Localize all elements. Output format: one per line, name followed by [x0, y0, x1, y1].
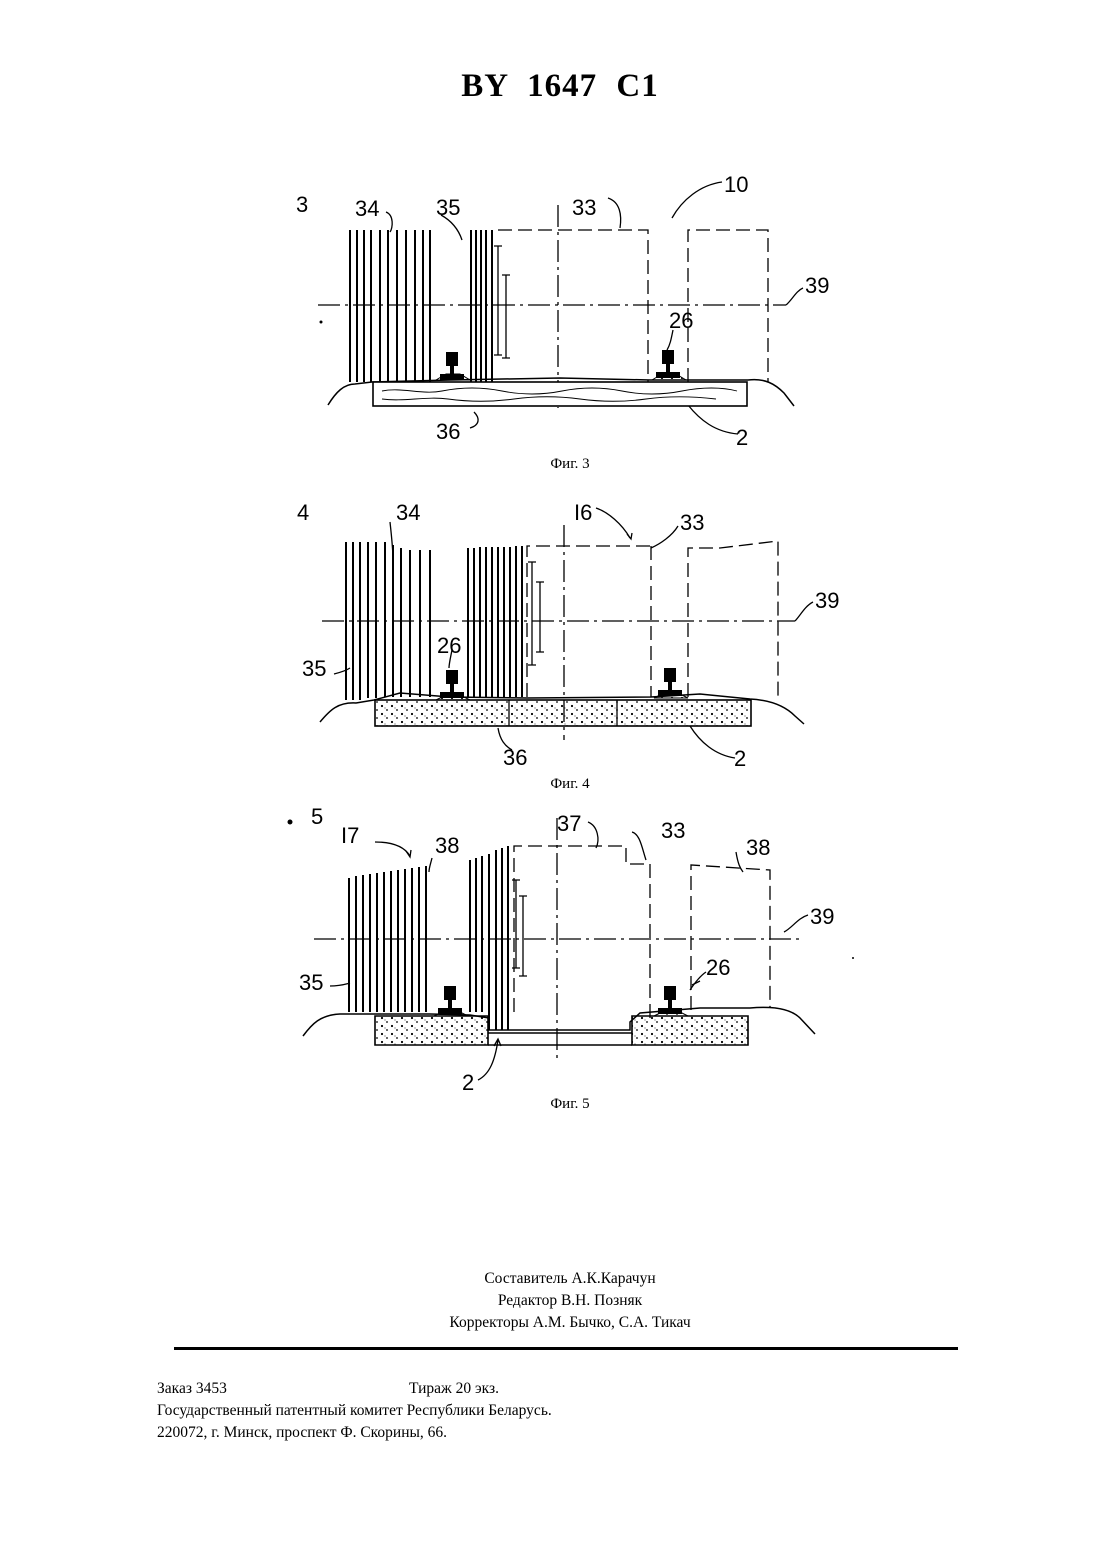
- order-number: Заказ 3453: [157, 1378, 409, 1400]
- circulation: Тираж 20 экз.: [409, 1380, 499, 1397]
- rail: [436, 670, 470, 700]
- compiler-line: Составитель А.К.Карачун: [0, 1268, 1100, 1290]
- part-label: 34: [396, 500, 420, 525]
- fig-number-label: 5: [311, 804, 323, 829]
- part-label: 33: [680, 510, 704, 535]
- figure-5-caption: Фиг. 5: [0, 1096, 1100, 1113]
- figure-4-caption: Фиг. 4: [0, 776, 1100, 793]
- divider-rule: [174, 1347, 958, 1350]
- stack-middle: [471, 230, 492, 382]
- editor-line: Редактор В.Н. Позняк: [0, 1290, 1100, 1312]
- part-label: 36: [436, 419, 460, 444]
- stack-middle: [470, 846, 508, 1030]
- part-label: 39: [805, 273, 829, 298]
- part-label: 33: [572, 195, 596, 220]
- part-label: 2: [462, 1070, 474, 1095]
- fig-number-label: 3: [296, 192, 308, 217]
- part-label: 38: [746, 835, 770, 860]
- part-label: 10: [724, 172, 748, 197]
- block-right: [688, 541, 778, 697]
- part-label: 26: [669, 308, 693, 333]
- part-label: 26: [437, 633, 461, 658]
- part-label: 36: [503, 745, 527, 770]
- fig-number-label: 4: [297, 500, 309, 525]
- part-label: I6: [574, 500, 592, 525]
- figure-5-drawing: 5 I7 38 37 33 38 39 26 35 2: [0, 800, 1100, 1100]
- part-label: 34: [355, 196, 379, 221]
- block-33: [498, 230, 648, 382]
- part-label: 2: [734, 746, 746, 771]
- part-label: 37: [557, 811, 581, 836]
- office-address: 220072, г. Минск, проспект Ф. Скорины, 6…: [157, 1422, 552, 1444]
- stack-left: [350, 230, 430, 382]
- block-right: [688, 230, 768, 382]
- part-label: 35: [436, 195, 460, 220]
- figure-4-drawing: 4 34 I6 33 39 26 35 36 2: [0, 495, 1100, 780]
- figure-3-drawing: 3 34 35 33 10 39 26 36 2: [0, 170, 1100, 460]
- patent-office: Государственный патентный комитет Респуб…: [157, 1400, 552, 1422]
- part-label: 35: [299, 970, 323, 995]
- rail: [434, 986, 468, 1016]
- part-label: 33: [661, 818, 685, 843]
- rail: [652, 350, 686, 380]
- part-label: 39: [815, 588, 839, 613]
- part-label: 2: [736, 425, 748, 450]
- proofreaders-line: Корректоры А.М. Бычко, С.А. Тикач: [0, 1312, 1100, 1334]
- sleeper-right: [632, 1016, 748, 1045]
- part-label: 39: [810, 904, 834, 929]
- sleeper-left: [375, 1016, 488, 1045]
- credits-block: Составитель А.К.Карачун Редактор В.Н. По…: [0, 1268, 1100, 1334]
- block-right-38: [691, 865, 770, 1010]
- sleeper-36: [373, 382, 747, 406]
- rail: [436, 352, 470, 380]
- rail: [654, 668, 688, 698]
- imprint-block: Заказ 3453Тираж 20 экз. Государственный …: [157, 1378, 552, 1444]
- sleeper-36: [375, 700, 751, 726]
- part-label: 38: [435, 833, 459, 858]
- part-label: 26: [706, 955, 730, 980]
- block-33: [514, 846, 650, 1018]
- document-title: BY 1647 C1: [0, 68, 1100, 105]
- figure-3-caption: Фиг. 3: [0, 456, 1100, 473]
- part-label: I7: [341, 823, 359, 848]
- rail: [654, 986, 688, 1016]
- part-label: 35: [302, 656, 326, 681]
